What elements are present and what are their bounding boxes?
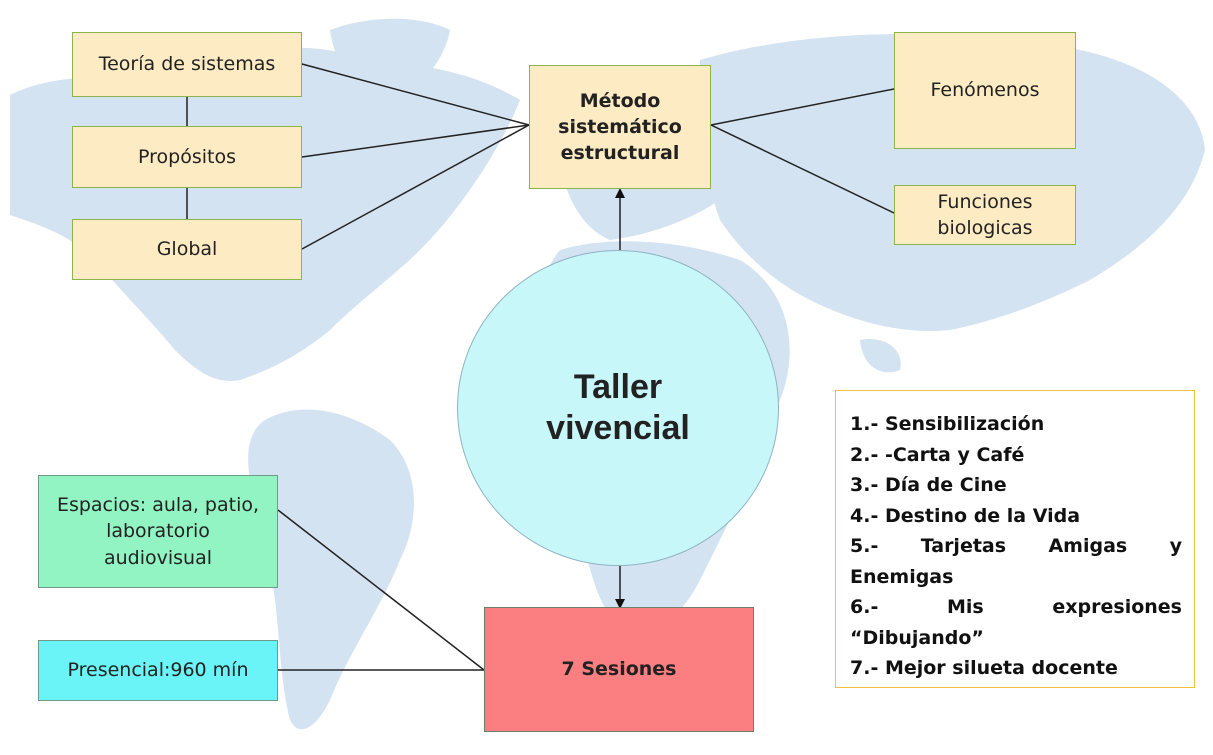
link-teoria-metodo bbox=[301, 63, 530, 126]
node-espacios: Espacios: aula, patio, laboratorio audio… bbox=[38, 475, 278, 588]
node-funciones-biologicas: Funciones biologicas bbox=[894, 185, 1076, 245]
link-global-metodo bbox=[301, 124, 530, 250]
node-fenomenos: Fenómenos bbox=[894, 32, 1076, 149]
node-metodo-sistematico-estructural: Método sistemático estructural bbox=[529, 65, 711, 189]
session-list-item: 6.- Mis expresiones “Dibujando” bbox=[850, 596, 1182, 649]
session-list-item: 1.- Sensibilización bbox=[850, 413, 1045, 435]
node-taller-vivencial: Taller vivencial bbox=[457, 250, 779, 566]
node-global: Global bbox=[72, 219, 302, 280]
node-presencial: Presencial:960 mín bbox=[38, 640, 278, 701]
node-7-sesiones: 7 Sesiones bbox=[484, 607, 754, 732]
link-espacios-sesiones bbox=[277, 509, 485, 671]
link-propositos-metodo bbox=[301, 124, 530, 158]
link-metodo-fenomenos bbox=[710, 88, 895, 126]
session-list-item: 5.- Tarjetas Amigas y Enemigas bbox=[850, 535, 1182, 588]
node-teoria-de-sistemas: Teoría de sistemas bbox=[72, 32, 302, 97]
session-list-item: 2.- -Carta y Café bbox=[850, 443, 1025, 466]
session-list-item: 4.- Destino de la Vida bbox=[850, 504, 1081, 527]
session-list-item: 3.- Día de Cine bbox=[850, 474, 1007, 496]
node-propositos: Propósitos bbox=[72, 126, 302, 188]
link-metodo-funciones bbox=[710, 124, 895, 214]
session-list-panel: 1.- Sensibilización 2.- -Carta y Café 3.… bbox=[835, 390, 1195, 688]
session-list-item: 7.- Mejor silueta docente bbox=[850, 657, 1118, 679]
